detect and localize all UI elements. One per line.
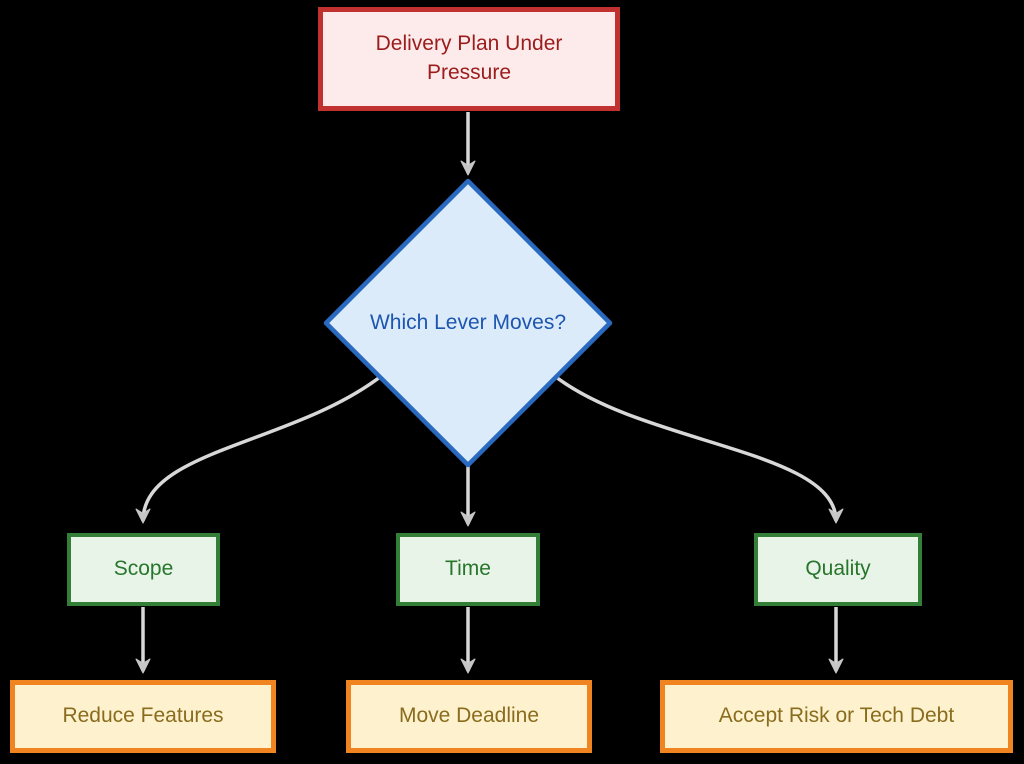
- node-label: Time: [445, 557, 491, 581]
- node-move-deadline: Move Deadline: [346, 680, 592, 753]
- node-time: Time: [396, 533, 540, 606]
- node-label: Delivery Plan Under Pressure: [375, 32, 563, 84]
- node-delivery-plan-under-pressure: Delivery Plan Under Pressure: [318, 7, 620, 111]
- node-label: Scope: [113, 557, 174, 581]
- node-label: Quality: [805, 557, 871, 581]
- node-label: Move Deadline: [398, 704, 540, 728]
- decision-diamond-shape: [323, 178, 613, 468]
- node-reduce-features: Reduce Features: [10, 680, 276, 753]
- edge-lever-to-scope: [135, 375, 382, 524]
- node-accept-risk-or-tech-debt: Accept Risk or Tech Debt: [660, 680, 1013, 753]
- node-quality: Quality: [754, 533, 922, 606]
- node-which-lever-moves: Which Lever Moves?: [326, 308, 610, 338]
- node-label: Reduce Features: [62, 704, 224, 728]
- node-label: Which Lever Moves?: [369, 311, 567, 334]
- node-label: Accept Risk or Tech Debt: [718, 704, 955, 728]
- node-scope: Scope: [67, 533, 220, 606]
- edge-lever-to-quality: [554, 375, 844, 524]
